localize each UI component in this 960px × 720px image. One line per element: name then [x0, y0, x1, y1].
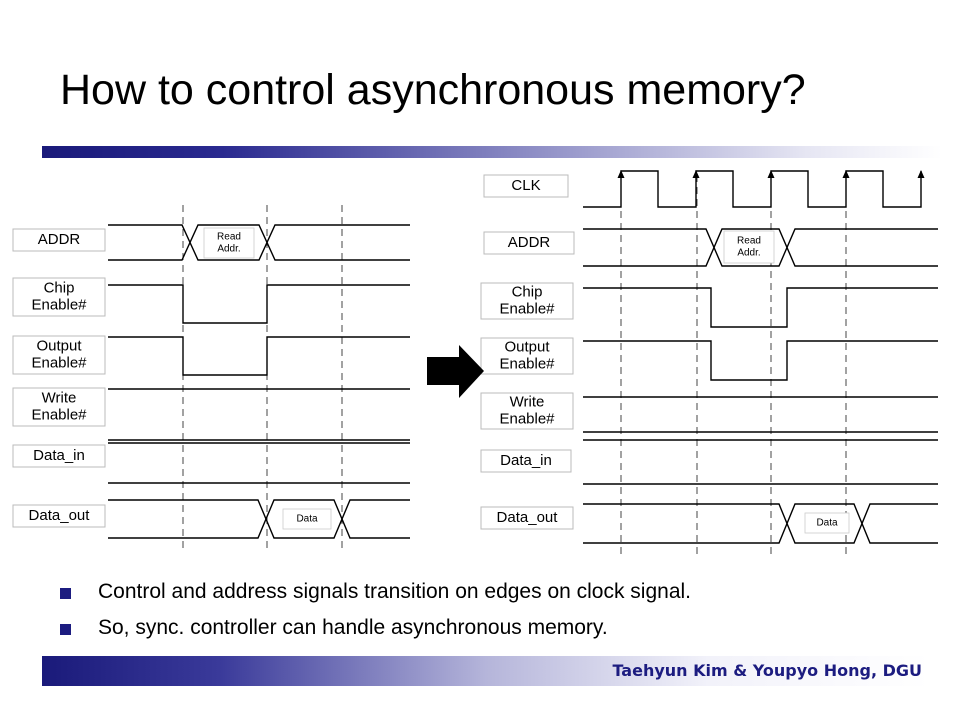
bus-waveform [583, 228, 938, 267]
signal-waveform [108, 284, 410, 324]
addr-label: Read [217, 232, 241, 243]
bus-waveform [583, 503, 938, 544]
bullet-marker [60, 588, 71, 599]
signal-label: CLK [511, 177, 540, 194]
signal-label: Data_out [29, 507, 91, 524]
data-label-box [282, 508, 332, 530]
signal-waveform [108, 336, 410, 376]
signal-label: Chip [512, 283, 543, 300]
signal-label-box [480, 449, 572, 473]
footer-credit: Taehyun Kim & Youpyo Hong, DGU [612, 661, 922, 680]
right-arrow-icon [427, 345, 484, 398]
signal-waveform [583, 170, 922, 208]
clock-edge-arrow [617, 170, 625, 178]
signal-label: Write [510, 393, 545, 410]
title-underline-rule [42, 146, 942, 158]
clock-edge-arrow [917, 170, 925, 178]
clock-edge-arrow [692, 170, 700, 178]
sync-timing-diagram: CLKADDRChipEnable#OutputEnable#WriteEnab… [480, 170, 938, 555]
signal-label-box [12, 504, 106, 528]
signal-label-box [12, 444, 106, 468]
addr-label-box [203, 227, 255, 259]
signal-label-box [480, 282, 574, 320]
bus-waveform [108, 224, 410, 261]
bullet-marker [60, 624, 71, 635]
signal-waveform [583, 287, 938, 328]
signal-label: Write [42, 389, 77, 406]
signal-label: Output [36, 337, 82, 354]
addr-label-box [723, 230, 775, 264]
async-timing-diagram: ADDRChipEnable#OutputEnable#WriteEnable#… [12, 205, 410, 550]
signal-label-box [12, 228, 106, 252]
signal-label: Data_in [500, 452, 552, 469]
clock-edge-arrow [767, 170, 775, 178]
addr-label: Read [737, 236, 761, 247]
signal-label: Enable# [31, 406, 87, 423]
signal-label: Output [504, 338, 550, 355]
footer-band [42, 656, 930, 686]
signal-label: Enable# [499, 300, 555, 317]
signal-label-box [12, 335, 106, 375]
signal-label: ADDR [38, 231, 81, 248]
signal-label: Enable# [31, 296, 87, 313]
signal-label: Chip [44, 279, 75, 296]
signal-label: Enable# [499, 410, 555, 427]
data-label: Data [296, 514, 318, 525]
signal-label: Enable# [499, 355, 555, 372]
bus-waveform [583, 228, 938, 267]
page-title: How to control asynchronous memory? [60, 66, 806, 114]
signal-label-box [480, 506, 574, 530]
signal-label-box [480, 337, 574, 375]
addr-label: Addr. [737, 248, 760, 259]
data-label-box [804, 512, 850, 534]
bus-waveform [108, 499, 410, 539]
signal-label-box [12, 387, 106, 427]
signal-label: ADDR [508, 234, 551, 251]
bullet-item: So, sync. controller can handle asynchro… [60, 612, 691, 648]
data-label: Data [816, 518, 838, 529]
signal-label: Enable# [31, 354, 87, 371]
signal-label-box [480, 392, 574, 430]
addr-label: Addr. [217, 244, 240, 255]
signal-label: Data_in [33, 447, 85, 464]
bus-waveform [108, 224, 410, 261]
bullet-text: So, sync. controller can handle asynchro… [98, 616, 608, 639]
signal-label-box [483, 174, 569, 198]
bus-waveform [583, 503, 938, 544]
signal-label: Data_out [497, 509, 559, 526]
clock-edge-arrow [842, 170, 850, 178]
bus-waveform [108, 499, 410, 539]
bullet-list: Control and address signals transition o… [60, 576, 691, 648]
signal-label-box [12, 277, 106, 317]
signal-label-box [483, 231, 575, 255]
bullet-item: Control and address signals transition o… [60, 576, 691, 612]
signal-waveform [583, 340, 938, 381]
bullet-text: Control and address signals transition o… [98, 580, 692, 603]
